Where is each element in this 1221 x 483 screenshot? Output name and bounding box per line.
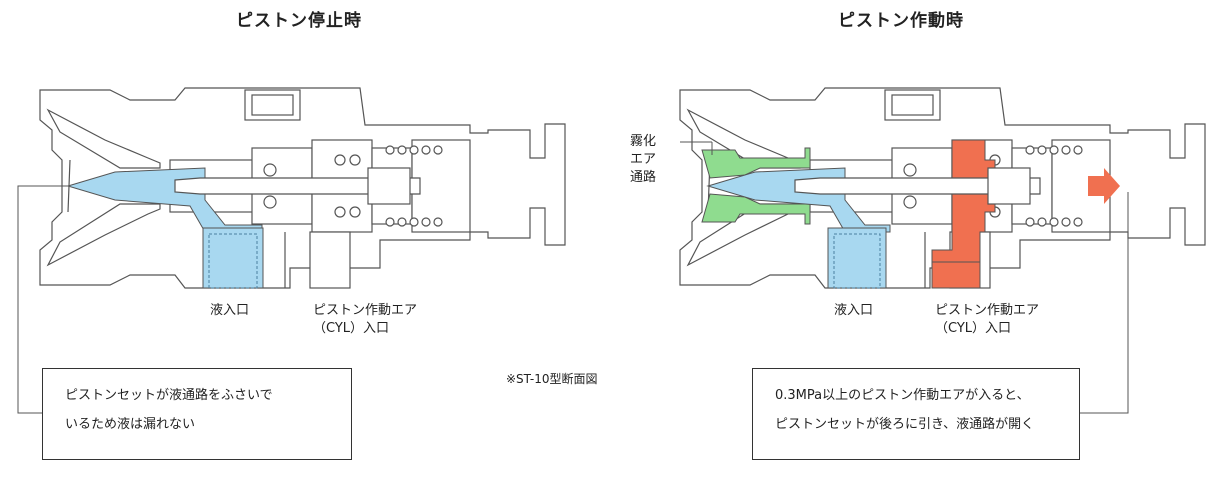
right-air-label-line2: （CYL）入口 (935, 321, 1012, 336)
model-note: ※ST-10型断面図 (506, 372, 598, 386)
mist-line1: 霧化 (630, 134, 657, 149)
mist-air-passage-label: 霧化 エア 通路 (630, 133, 656, 187)
left-liquid-inlet-label: 液入口 (210, 303, 250, 318)
left-valve-drawing (17, 87, 566, 414)
right-air-inlet-label: ピストン作動エア （CYL）入口 (935, 302, 1039, 338)
left-callout-box: ピストンセットが液通路をふさいで いるため液は漏れない (42, 368, 352, 460)
left-callout-line2: いるため液は漏れない (65, 417, 196, 432)
left-air-label-line1: ピストン作動エア (313, 303, 418, 318)
mist-line2: エア (630, 152, 657, 167)
right-valve-drawing (679, 87, 1206, 414)
right-callout-box: 0.3MPa以上のピストン作動エアが入ると、 ピストンセットが後ろに引き、液通路… (752, 368, 1080, 460)
mist-line3: 通路 (630, 170, 657, 185)
right-callout-line2: ピストンセットが後ろに引き、液通路が開く (775, 417, 1035, 432)
right-liquid-inlet-label: 液入口 (834, 303, 874, 318)
left-air-inlet-label: ピストン作動エア （CYL）入口 (313, 302, 417, 338)
left-air-label-line2: （CYL）入口 (313, 321, 390, 336)
left-title: ピストン停止時 (236, 11, 362, 31)
right-air-label-line1: ピストン作動エア (935, 303, 1040, 318)
right-callout-line1: 0.3MPa以上のピストン作動エアが入ると、 (775, 388, 1030, 403)
right-title: ピストン作動時 (838, 11, 964, 31)
left-callout-line1: ピストンセットが液通路をふさいで (65, 388, 273, 403)
